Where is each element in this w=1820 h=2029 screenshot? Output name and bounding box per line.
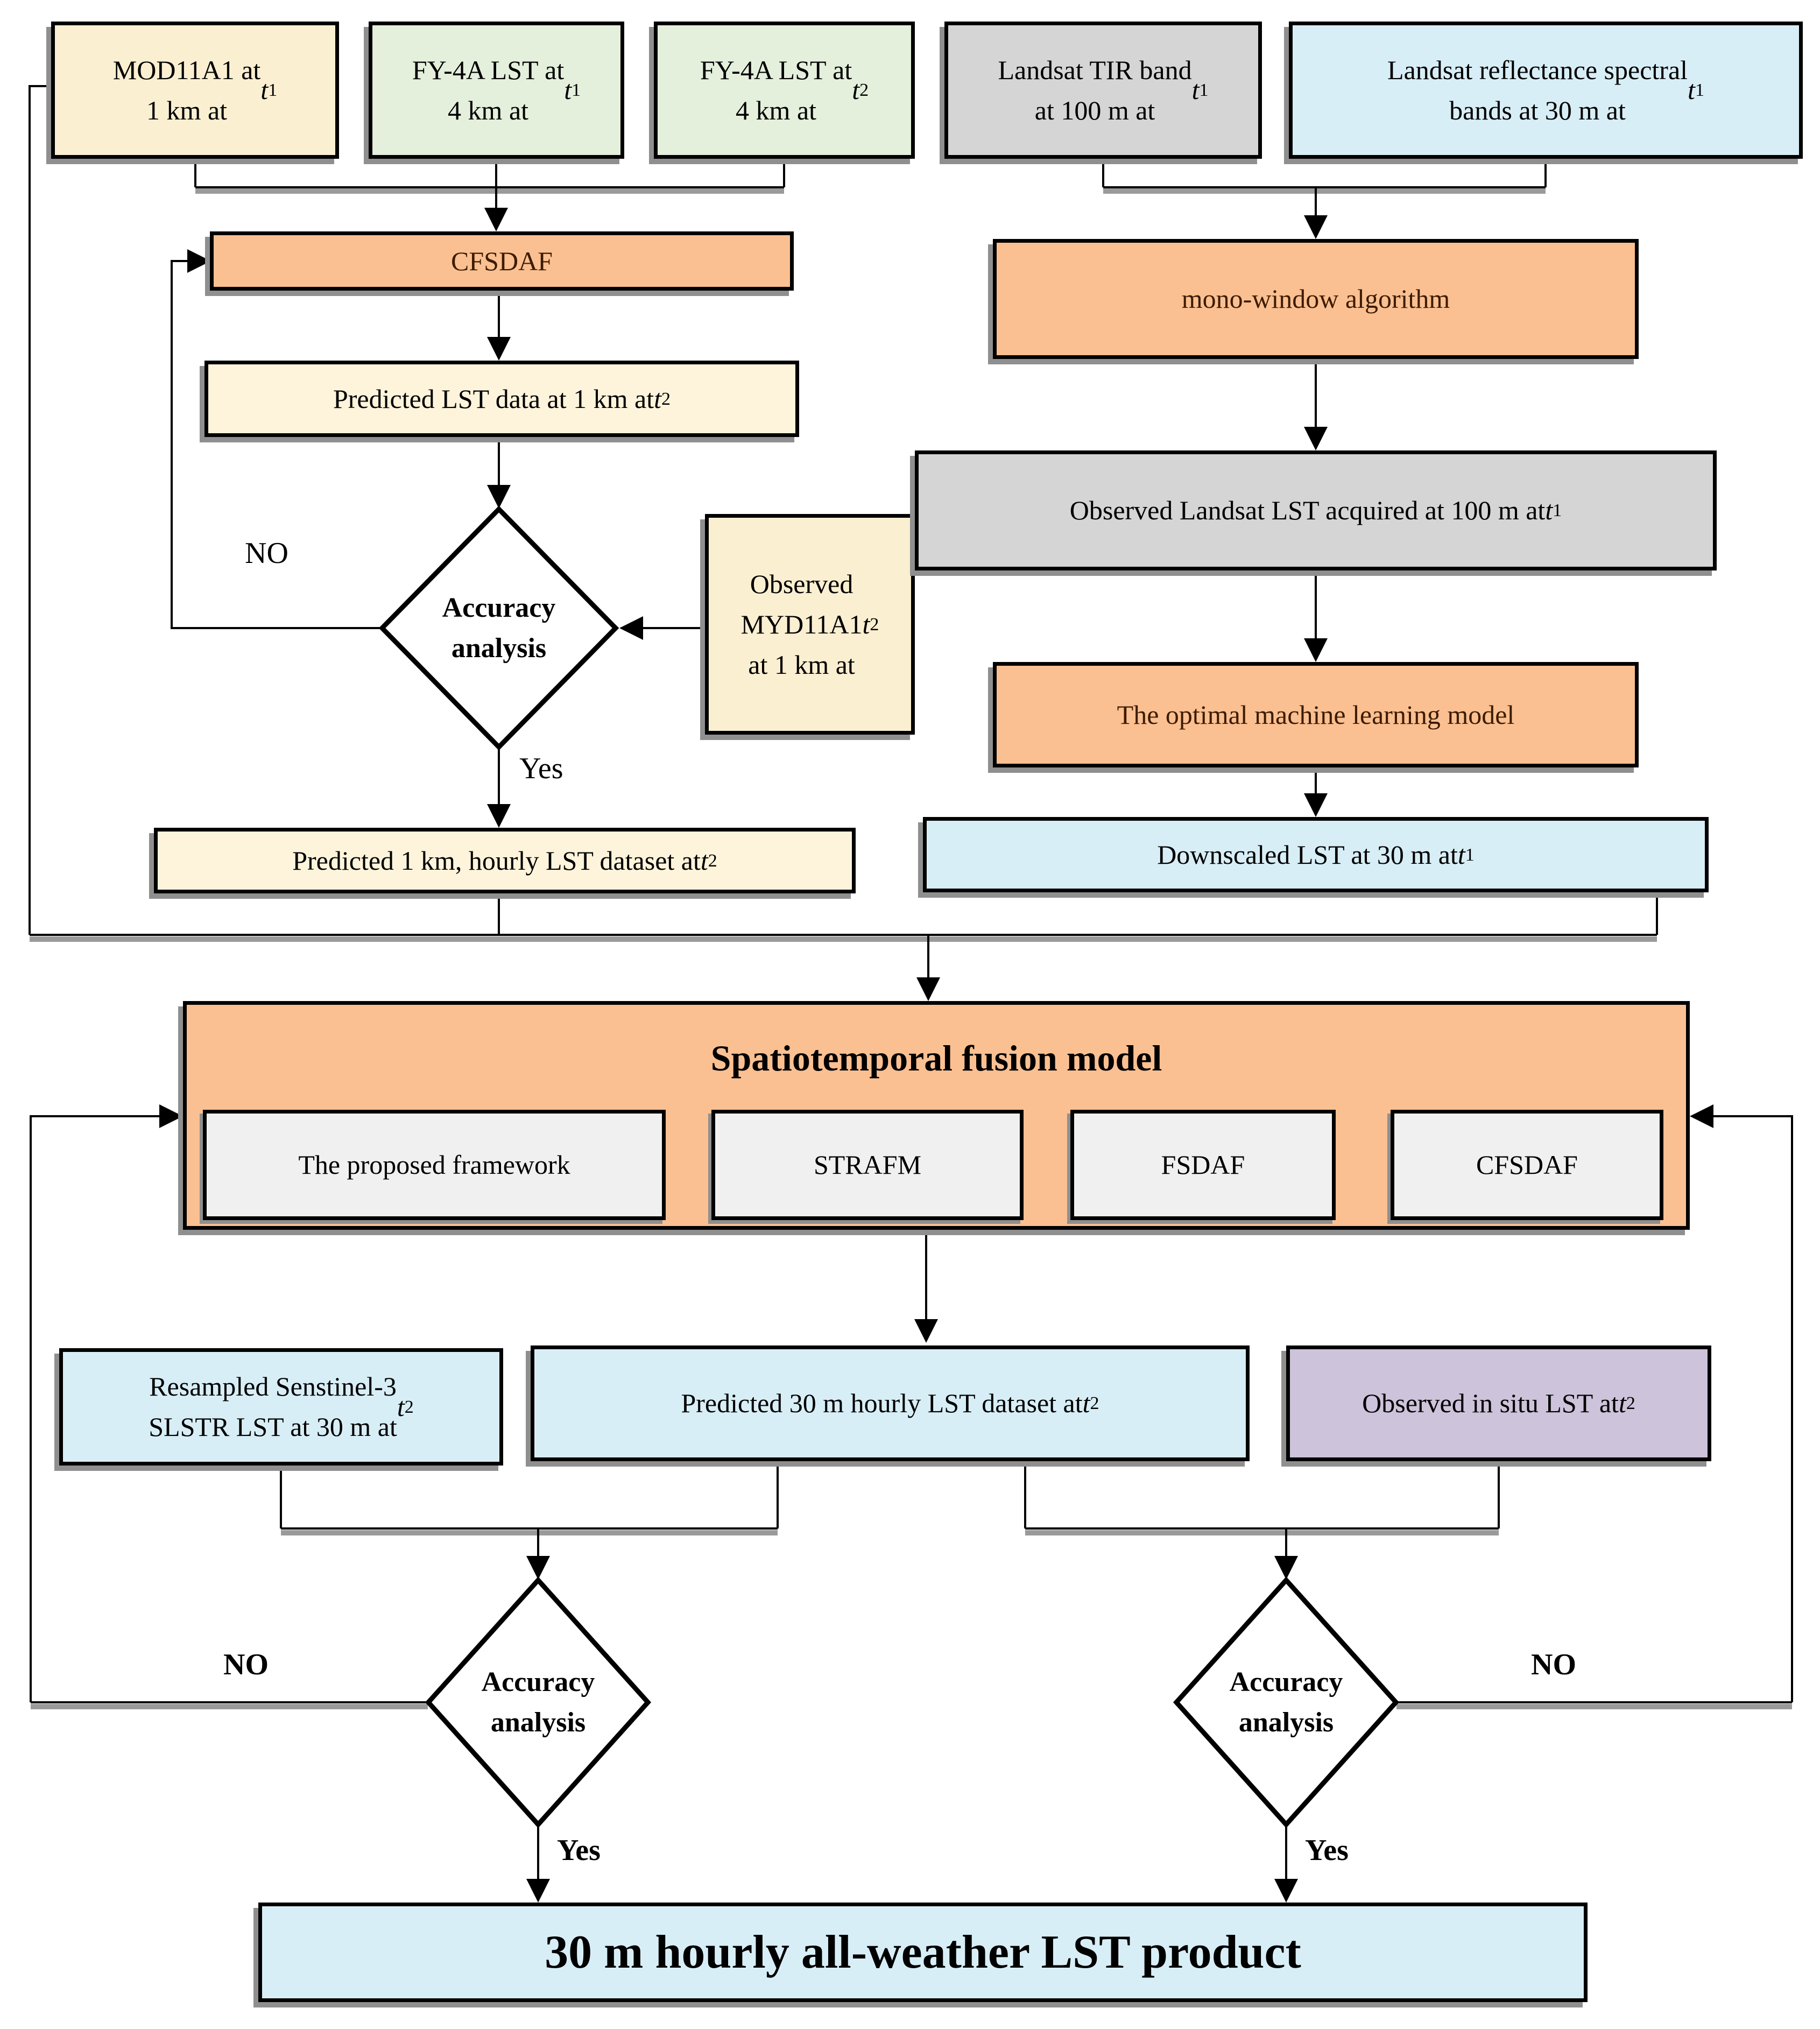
fusion-title: Spatiotemporal fusion model: [710, 1038, 1162, 1079]
label-no-1: NO: [245, 537, 288, 570]
node-optimal-ml: The optimal machine learning model: [993, 662, 1639, 767]
label-yes-3: Yes: [1305, 1834, 1349, 1867]
node-proposed-framework: The proposed framework: [203, 1110, 666, 1220]
decision-diamond-shape: [1173, 1576, 1400, 1828]
decision-diamond-shape: [425, 1576, 652, 1828]
decision-label: Accuracy analysis: [442, 592, 556, 664]
decision-label: Accuracy analysis: [481, 1666, 595, 1738]
node-fsdaf: FSDAF: [1070, 1110, 1336, 1220]
decision-accuracy-analysis-1: Accuracy analysis: [378, 505, 619, 751]
node-mono-window: mono-window algorithm: [993, 239, 1639, 359]
node-landsat-reflectance: Landsat reflectance spectral bands at 30…: [1289, 22, 1803, 159]
label-no-2: NO: [223, 1648, 269, 1681]
decision-diamond-shape: [378, 505, 619, 751]
node-resampled-sentinel: Resampled Senstinel-3 SLSTR LST at 30 m …: [59, 1348, 503, 1466]
label-yes-1: Yes: [519, 752, 563, 785]
node-final-product: 30 m hourly all-weather LST product: [258, 1903, 1588, 2002]
decision-accuracy-analysis-2: Accuracy analysis: [425, 1576, 652, 1828]
node-cfsdaf: CFSDAF: [210, 231, 794, 291]
node-spatiotemporal-fusion: Spatiotemporal fusion model The proposed…: [183, 1001, 1690, 1230]
decision-label: Accuracy analysis: [1229, 1666, 1343, 1738]
node-strafm: STRAFM: [711, 1110, 1024, 1220]
label-yes-2: Yes: [557, 1834, 601, 1867]
node-cfsdaf-2: CFSDAF: [1391, 1110, 1663, 1220]
decision-accuracy-analysis-3: Accuracy analysis: [1173, 1576, 1400, 1828]
node-observed-landsat: Observed Landsat LST acquired at 100 m a…: [915, 450, 1717, 570]
label-no-3: NO: [1531, 1648, 1576, 1681]
